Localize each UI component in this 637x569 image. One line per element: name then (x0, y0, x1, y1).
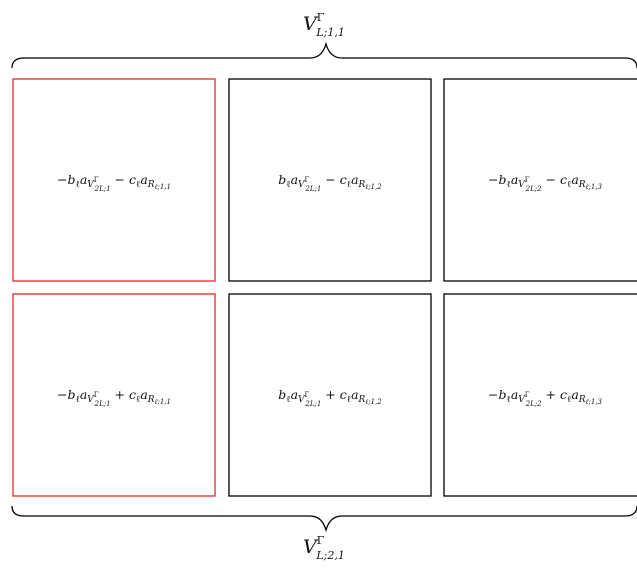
bottom-brace (11, 505, 637, 533)
top-brace (11, 41, 637, 69)
cell-box-r1-c2 (228, 78, 432, 282)
cell-box-r1-c3 (443, 78, 637, 282)
cell-box-r1-c1 (12, 78, 216, 282)
cell-box-r2-c2 (228, 293, 432, 497)
cell-box-r2-c1 (12, 293, 216, 497)
cell-box-r2-c3 (443, 293, 637, 497)
